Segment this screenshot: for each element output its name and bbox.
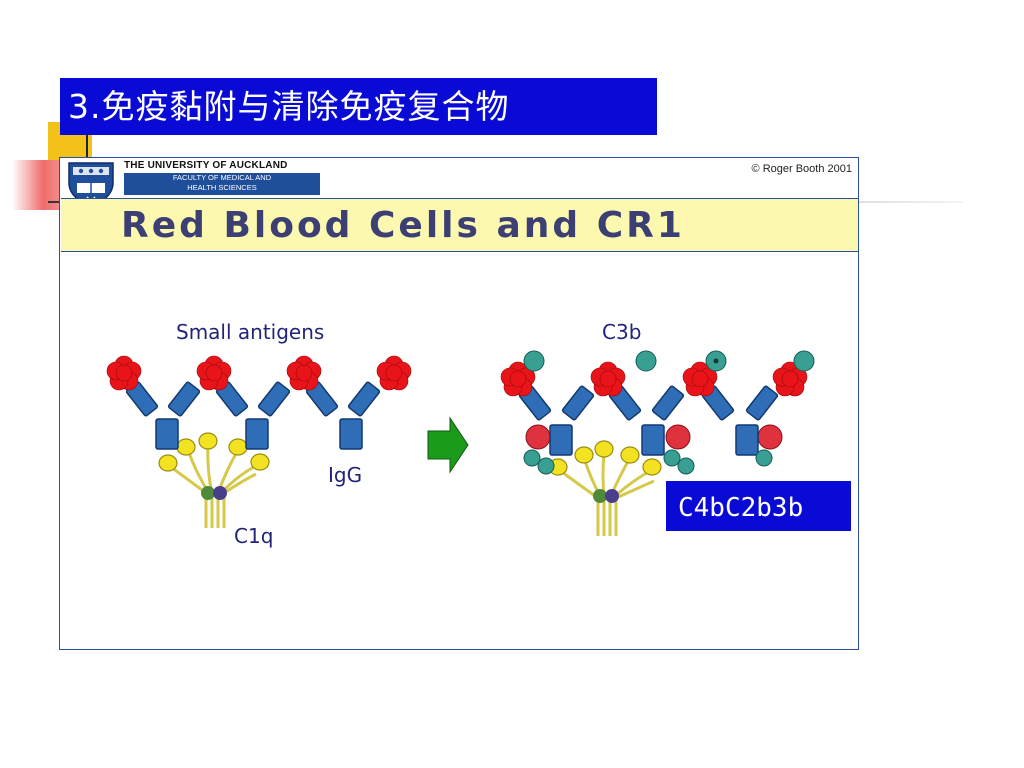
reaction-arrow bbox=[427, 416, 469, 474]
label-c3b: C3b bbox=[602, 320, 642, 344]
c1q-core-right bbox=[593, 489, 607, 503]
figure-panel: THE UNIVERSITY OF AUCKLAND FACULTY OF ME… bbox=[59, 157, 859, 650]
right-immune-complex bbox=[500, 350, 815, 536]
faculty-line-2: HEALTH SCIENCES bbox=[187, 183, 257, 192]
c1q-heads-left bbox=[158, 432, 270, 472]
label-c1q: C1q bbox=[234, 524, 274, 548]
copyright-notice: © Roger Booth 2001 bbox=[751, 163, 852, 175]
university-name: THE UNIVERSITY OF AUCKLAND bbox=[124, 160, 288, 171]
c3b-molecules bbox=[523, 350, 815, 475]
faculty-banner: FACULTY OF MEDICAL AND HEALTH SCIENCES bbox=[124, 173, 320, 195]
left-immune-complex bbox=[106, 355, 412, 528]
igg-antibodies-right bbox=[518, 385, 779, 456]
c1q-stalks-left bbox=[167, 444, 260, 528]
c1q-core-left-2 bbox=[213, 486, 227, 500]
figure-heading: Red Blood Cells and CR1 bbox=[121, 205, 685, 246]
c1q-heads-right bbox=[548, 440, 662, 476]
igg-antibodies-left bbox=[125, 381, 381, 450]
decor-vertical-line bbox=[86, 132, 88, 158]
university-crest-icon bbox=[68, 162, 114, 207]
label-small-antigens: Small antigens bbox=[176, 320, 325, 344]
slide-title: 3.免疫黏附与清除免疫复合物 bbox=[60, 78, 657, 135]
faculty-line-1: FACULTY OF MEDICAL AND bbox=[172, 173, 272, 182]
label-igg: IgG bbox=[328, 463, 363, 487]
immune-complex-diagram bbox=[106, 350, 815, 536]
figure-heading-band: Red Blood Cells and CR1 bbox=[61, 198, 858, 252]
c1q-core-left bbox=[201, 486, 215, 500]
c3b-marker bbox=[713, 358, 719, 364]
label-c4b-c2b3b: C4bC2b3b bbox=[666, 481, 851, 531]
c1q-core-right-2 bbox=[605, 489, 619, 503]
